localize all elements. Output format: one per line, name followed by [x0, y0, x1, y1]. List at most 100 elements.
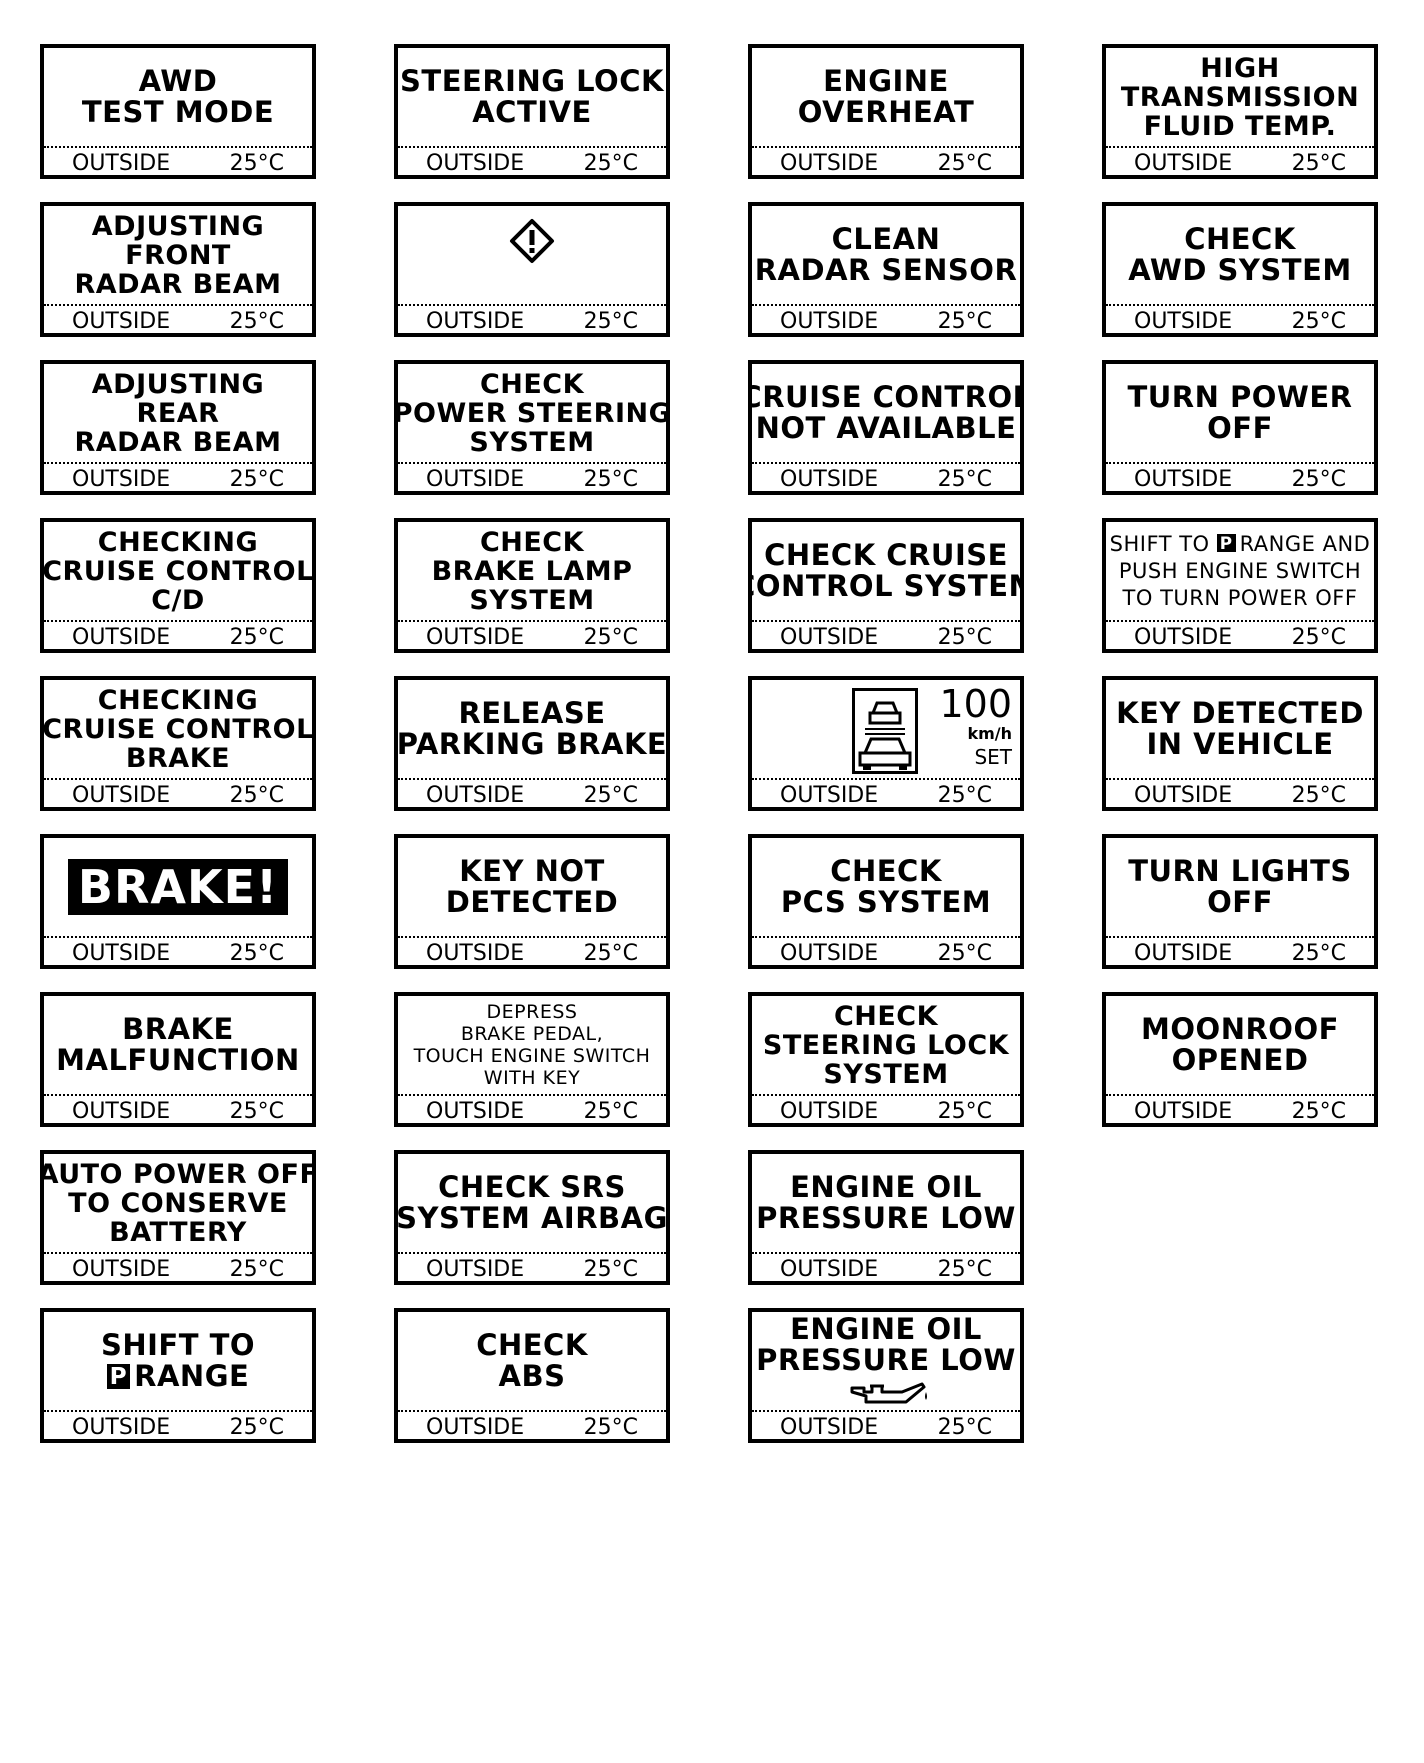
- outside-label: OUTSIDE: [426, 1257, 525, 1282]
- outside-label: OUTSIDE: [1134, 309, 1233, 334]
- warning-message: [398, 206, 666, 304]
- message-line: ENGINE OIL: [790, 1312, 982, 1346]
- outside-label: OUTSIDE: [780, 467, 879, 492]
- message-line: TURN POWER: [1127, 380, 1353, 414]
- outside-label: OUTSIDE: [72, 783, 171, 808]
- message-line: RADAR BEAM: [74, 268, 282, 300]
- outside-label: OUTSIDE: [426, 941, 525, 966]
- outside-label: OUTSIDE: [72, 1415, 171, 1440]
- message-line: OFF: [1207, 885, 1273, 919]
- message-line: PUSH ENGINE SWITCH: [1118, 558, 1362, 583]
- park-p-icon: P: [1216, 533, 1236, 553]
- outside-temperature: 25°C: [937, 625, 992, 650]
- outside-label: OUTSIDE: [72, 625, 171, 650]
- message-line: DETECTED: [445, 885, 619, 919]
- message-line: SHIFT TO: [100, 1328, 256, 1362]
- message-line: SYSTEM: [469, 584, 595, 616]
- dotted-separator: [398, 146, 666, 148]
- message-line: CHECK CRUISE: [764, 538, 1008, 572]
- message-line: BRAKE: [125, 742, 231, 774]
- outside-label: OUTSIDE: [1134, 625, 1233, 650]
- message-line: CHECK: [476, 1328, 588, 1362]
- outside-temperature: 25°C: [583, 625, 638, 650]
- outside-temperature: 25°C: [229, 1415, 284, 1440]
- message-line: REAR: [136, 397, 220, 429]
- outside-temperature: 25°C: [937, 151, 992, 176]
- message-line: SYSTEM AIRBAG: [396, 1201, 668, 1235]
- cruise-status: SET: [974, 745, 1012, 769]
- message-line: TO TURN POWER OFF: [1122, 585, 1358, 610]
- message-line: BRAKE: [122, 1012, 234, 1046]
- warning-message: BRAKE!: [44, 838, 312, 936]
- message-line: AWD SYSTEM: [1128, 253, 1352, 287]
- outside-temperature: 25°C: [937, 1257, 992, 1282]
- message-line: TO CONSERVE: [68, 1187, 288, 1219]
- dotted-separator: [398, 1252, 666, 1254]
- message-line: PRESSURE LOW: [756, 1201, 1016, 1235]
- message-line: ADJUSTING: [91, 210, 265, 242]
- dotted-separator: [44, 936, 312, 938]
- message-line: NOT AVAILABLE: [755, 411, 1017, 445]
- message-line: CHECK: [479, 526, 585, 558]
- message-line: CHECK SRS: [438, 1170, 626, 1204]
- dotted-separator: [1106, 146, 1374, 148]
- message-line: POWER STEERING: [394, 397, 670, 429]
- dotted-separator: [398, 1094, 666, 1096]
- dotted-separator: [398, 620, 666, 622]
- outside-label: OUTSIDE: [426, 151, 525, 176]
- message-line: CHECK: [479, 368, 585, 400]
- outside-temperature: 25°C: [583, 1099, 638, 1124]
- outside-temperature: 25°C: [583, 151, 638, 176]
- message-line: CHECKING: [97, 526, 259, 558]
- dotted-separator: [752, 146, 1020, 148]
- message-line: CHECK: [1184, 222, 1296, 256]
- outside-label: OUTSIDE: [426, 467, 525, 492]
- outside-temperature: 25°C: [583, 309, 638, 334]
- message-line: DEPRESS: [486, 1001, 578, 1023]
- outside-temperature: 25°C: [1291, 625, 1346, 650]
- dotted-separator: [752, 778, 1020, 780]
- set-speed-value: 100: [939, 682, 1012, 726]
- outside-temperature: 25°C: [937, 309, 992, 334]
- outside-temperature: 25°C: [229, 941, 284, 966]
- message-line: CRUISE CONTROL: [748, 380, 1024, 414]
- outside-temperature: 25°C: [937, 783, 992, 808]
